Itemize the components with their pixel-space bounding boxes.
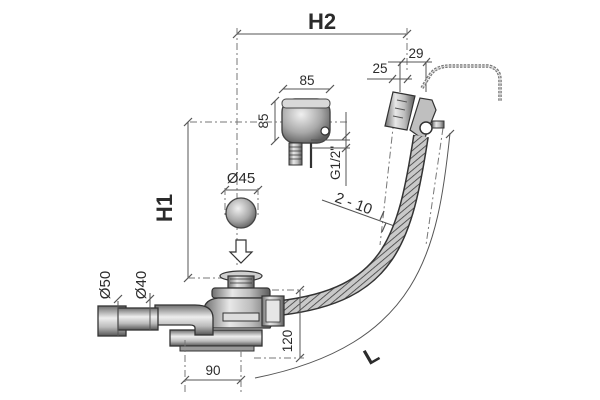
plug-disc: Ø45 [220,170,263,229]
outlet-diameter-dims: Ø50 Ø40 [97,271,155,304]
drain-body [169,270,285,352]
width-90-label: 90 [205,363,220,378]
width-90-dimension: 90 [180,340,246,392]
range-label: 2 - 10 [333,189,375,218]
h1-dimension: H1 [152,117,240,283]
overflow-width-dimensions: 29 25 [367,46,432,92]
control-knob-unit: 85 85 G1/2" [190,73,351,186]
knob-width-85-label: 85 [299,73,314,88]
knob-height-85-label: 85 [256,113,271,128]
thread-label: G1/2" [328,146,343,180]
arrow-down-icon [228,239,254,264]
height-120-dimension: 120 [254,285,305,363]
h2-label: H2 [308,9,336,34]
diameter-50-label: Ø50 [97,271,114,299]
plug-diameter-label: Ø45 [227,170,255,187]
width-29-label: 29 [408,46,423,61]
tub-thickness-range: 2 - 10 [321,189,401,233]
l-label: L [359,341,383,369]
height-120-label: 120 [280,330,295,353]
side-outlet-pipe [97,293,214,337]
h1-label: H1 [152,194,177,222]
diameter-40-label: Ø40 [133,271,150,299]
overflow-head [379,91,445,246]
width-25-label: 25 [372,61,387,76]
